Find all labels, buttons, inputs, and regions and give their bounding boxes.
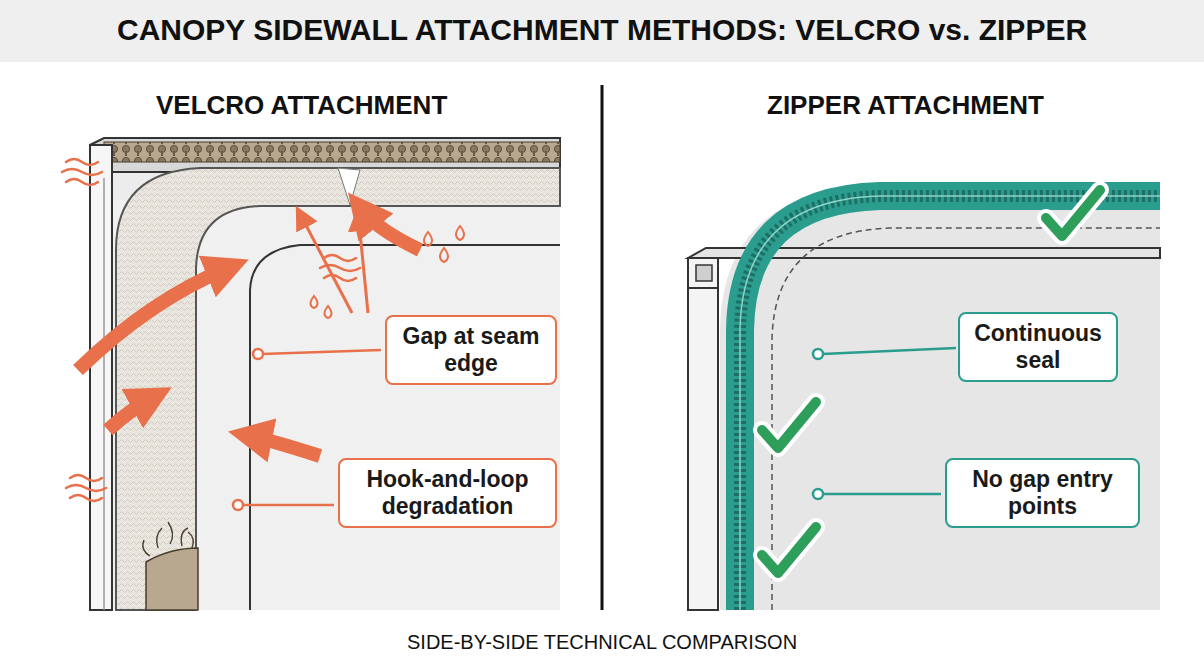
title: CANOPY SIDEWALL ATTACHMENT METHODS: VELC…	[117, 13, 1087, 47]
section-heading: ZIPPER ATTACHMENT	[767, 90, 1044, 121]
section-heading: VELCRO ATTACHMENT	[156, 90, 447, 121]
callout-text: Gap at seam edge	[397, 323, 545, 377]
divider	[601, 85, 604, 610]
callout-box: Continuous seal	[958, 312, 1118, 382]
caption: SIDE-BY-SIDE TECHNICAL COMPARISON	[407, 631, 797, 654]
callout-box: No gap entry points	[945, 458, 1140, 528]
title-bar	[0, 0, 1204, 62]
callout-text: Continuous seal	[970, 320, 1106, 374]
zipper-illustration	[688, 184, 1160, 610]
callout-text: Hook-and-loop degradation	[350, 466, 545, 520]
callout-text: No gap entry points	[957, 466, 1128, 520]
velcro-illustration	[62, 138, 560, 610]
callout-box: Gap at seam edge	[385, 315, 557, 385]
callout-box: Hook-and-loop degradation	[338, 458, 557, 528]
